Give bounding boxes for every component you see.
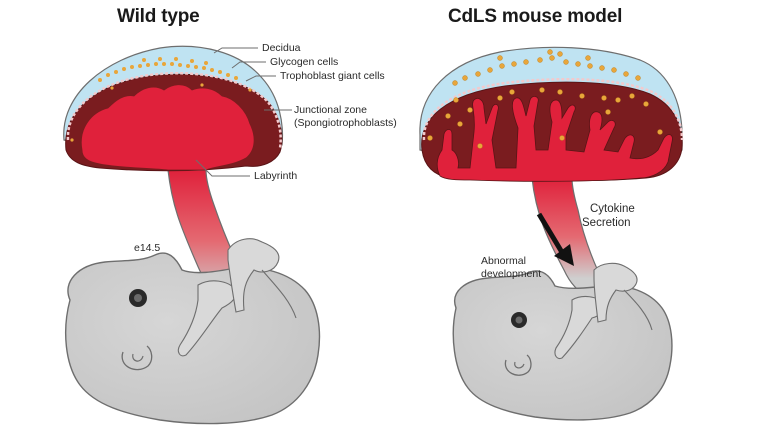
embryo-ear [121, 345, 153, 371]
wild-type-panel [63, 45, 321, 425]
decidua-label: Decidua [262, 42, 301, 54]
labyrinth-cdls [436, 96, 673, 182]
labyrinth-label: Labyrinth [254, 170, 298, 182]
cytokine-label: Cytokine [590, 203, 635, 215]
labyrinth [80, 84, 255, 171]
development-label: development [481, 268, 542, 280]
glycogen-cells-cdls [427, 49, 663, 149]
wild-type-title: Wild type [117, 6, 200, 27]
embryo-ear-cdls [504, 354, 532, 376]
trophoblast-giant-cells-label: Trophoblast giant cells [280, 70, 385, 82]
glycogen-cells [70, 57, 252, 142]
cdls-title: CdLS mouse model [448, 6, 623, 27]
stage-label: e14.5 [134, 242, 161, 254]
secretion-arrow [536, 212, 574, 266]
abnormal-label: Abnormal [481, 255, 526, 267]
spongiotrophoblasts-label: (Spongiotrophoblasts) [294, 117, 397, 129]
callout-lines [195, 47, 292, 177]
glycogen-cells-label: Glycogen cells [270, 56, 339, 68]
cdls-panel [419, 46, 684, 421]
embryo-hindlimb-cdls [593, 262, 638, 323]
trophoblast-giant-cells [66, 72, 282, 149]
junctional-zone-label: Junctional zone [294, 104, 367, 116]
secretion-label: Secretion [582, 217, 631, 229]
